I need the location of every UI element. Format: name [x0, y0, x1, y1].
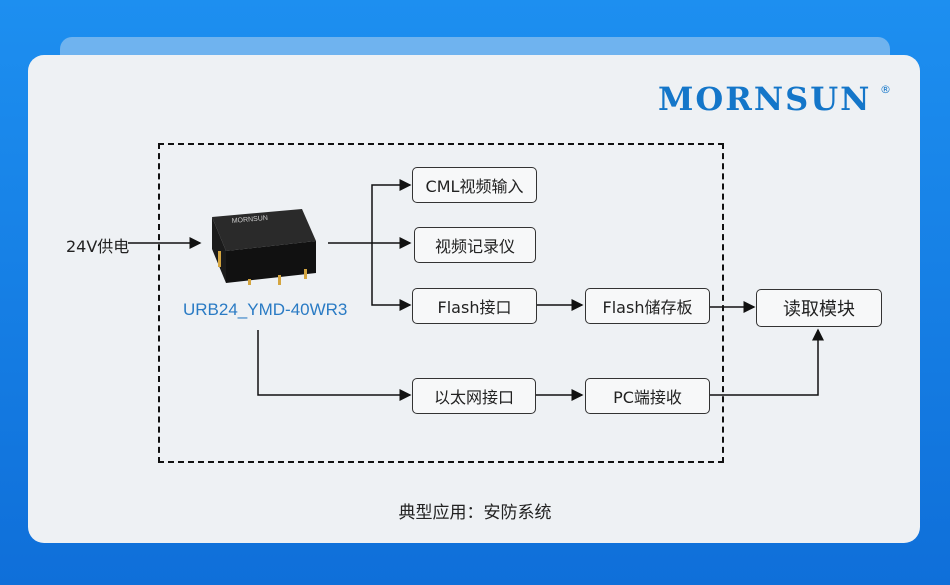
video-recorder-box: 视频记录仪 [414, 227, 536, 263]
input-label: 24V供电 [66, 237, 130, 256]
module-model-label: URB24_YMD-40WR3 [183, 300, 348, 319]
arrow-cml [371, 179, 412, 243]
arrow-pc-to-read [710, 328, 824, 396]
system-boundary [158, 143, 724, 463]
flash-storage-board-box: Flash储存板 [585, 288, 710, 324]
application-caption: 典型应用：安防系统 [398, 503, 552, 523]
arrow-flash-if [371, 243, 412, 311]
power-module-image: MORNSUN [204, 205, 326, 289]
brand-logo: MORNSUN [658, 80, 872, 118]
registered-mark: ® [880, 83, 891, 96]
cml-video-input-box: CML视频输入 [412, 167, 537, 203]
pc-receiver-box: PC端接收 [585, 378, 710, 414]
flash-interface-box: Flash接口 [412, 288, 537, 324]
ethernet-interface-box: 以太网接口 [412, 378, 536, 414]
read-module-box: 读取模块 [756, 289, 882, 327]
arrow-ethernet [257, 330, 412, 401]
module-chip-text: MORNSUN [232, 215, 269, 225]
